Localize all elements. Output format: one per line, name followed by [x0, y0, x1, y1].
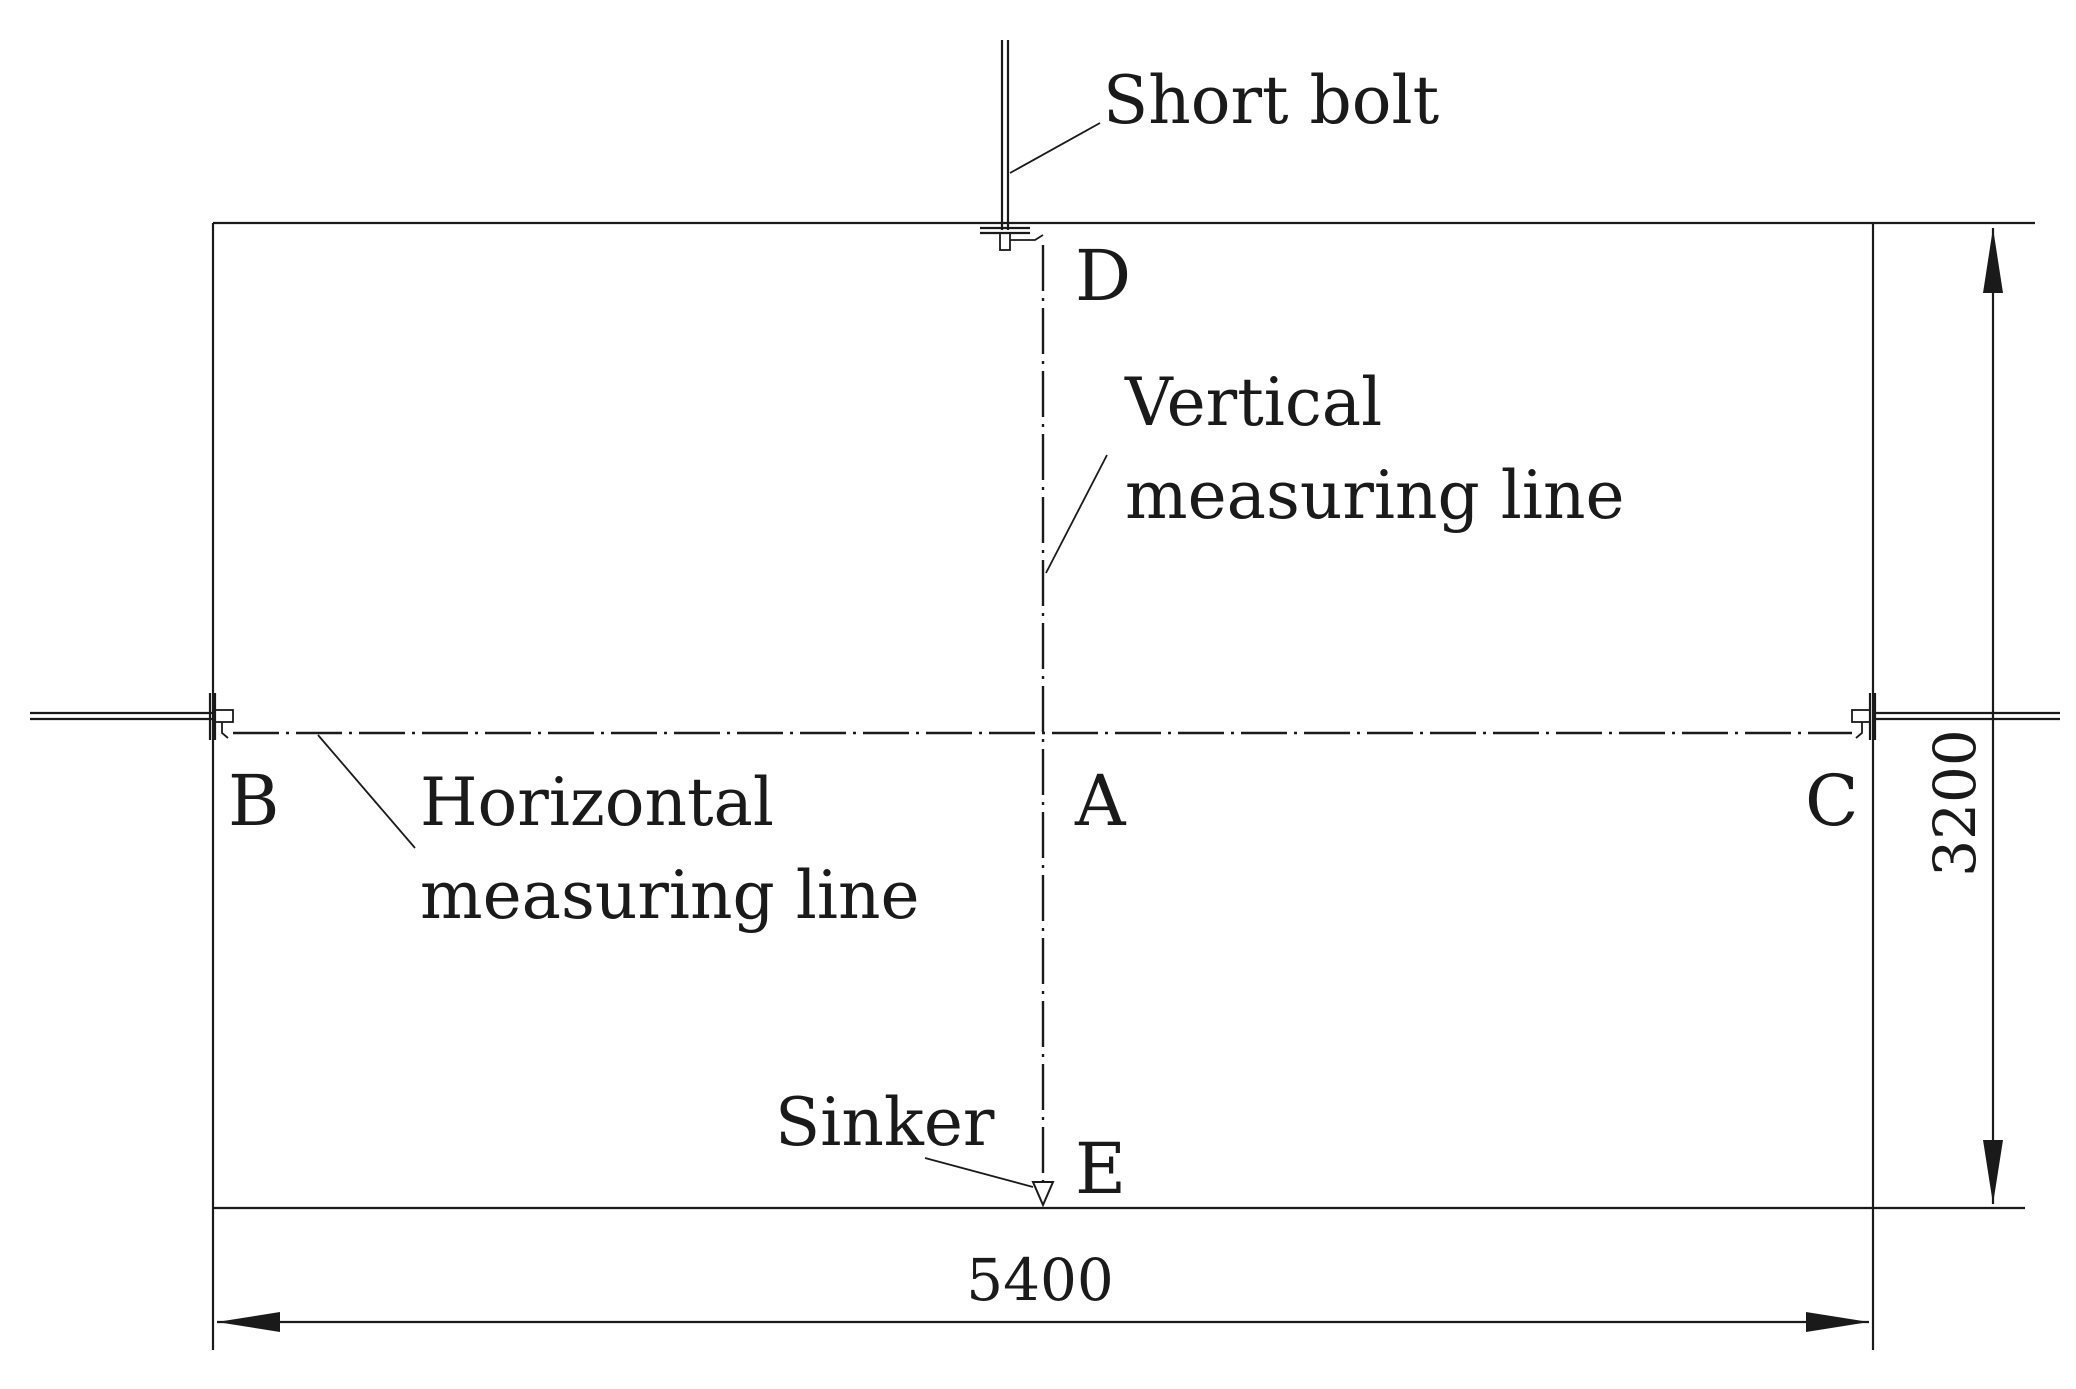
point-c-label: C	[1805, 760, 1859, 842]
width-dimension	[217, 1312, 1869, 1332]
width-dimension-value: 5400	[966, 1246, 1114, 1314]
point-b-label: B	[228, 760, 279, 842]
height-dimension	[1983, 228, 2003, 1204]
short-bolt-right	[1851, 693, 2060, 740]
vertical-line-label-2: measuring line	[1125, 457, 1625, 534]
short-bolt-label: Short bolt	[1103, 62, 1439, 139]
short-bolt-left	[30, 693, 234, 740]
horizontal-line-label-1: Horizontal	[420, 764, 774, 841]
horizontal-line-label-2: measuring line	[420, 857, 920, 934]
sinker-label: Sinker	[775, 1084, 995, 1161]
short-bolt-leader	[1009, 122, 1101, 174]
short-bolt-top	[980, 40, 1044, 251]
height-dimension-value: 3200	[1921, 729, 1989, 877]
sinker-leader	[924, 1157, 1034, 1188]
point-d-label: D	[1075, 235, 1131, 317]
horizontal-line-leader	[317, 734, 416, 849]
vertical-line-label-1: Vertical	[1124, 364, 1382, 441]
sinker-triangle	[1031, 1181, 1055, 1208]
vertical-line-leader	[1045, 454, 1108, 574]
point-e-label: E	[1075, 1128, 1126, 1210]
point-a-label: A	[1074, 760, 1127, 842]
